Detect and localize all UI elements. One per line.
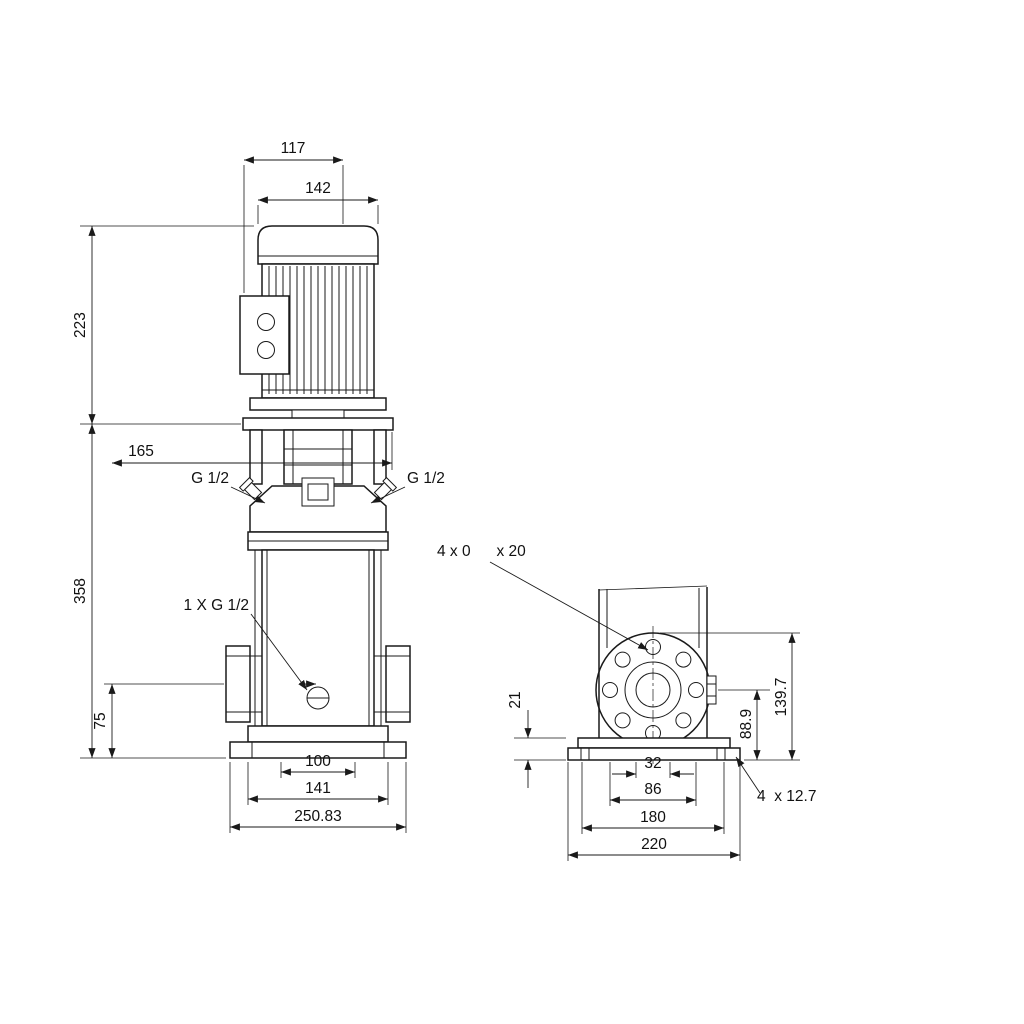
leader-drain [250,613,308,691]
bolt-hole [602,682,618,698]
tie-rods [254,550,382,726]
bolt-callout-label: 4 x 0 x 20 [437,543,526,560]
side-dimensions: 4 x 0 x 20 21 88.9 139.7 32 86 180 220 4… [437,543,816,861]
bolt-hole [688,682,704,698]
bolt-hole [675,712,692,729]
flange-plate-left [225,645,251,723]
chamber-sleeve [261,549,375,727]
raised-face-circle [624,661,682,719]
coupling-detail [284,430,352,484]
leader-port-left [230,486,266,504]
base-side [567,737,741,761]
terminal-box [239,295,290,375]
motor-stool-plate [242,417,394,431]
port-right-label: G 1/2 [407,470,445,487]
pump-body-side [598,587,708,738]
stool-leg [249,429,263,485]
suction-flange [225,645,262,723]
dim-220-label: 220 [641,836,667,853]
base-lower-plate-side [567,747,741,761]
base-lower-plate [229,741,407,759]
bolt-hole [614,651,631,668]
dim-358-label: 358 [72,578,89,604]
front-dimensions: 117 142 223 165 G 1/2 G 1/2 358 1 X G 1/… [72,140,445,833]
dim-142-label: 142 [305,180,331,197]
base-hole-callout-label: 4 x 12.7 [757,788,816,805]
flange-hub-right [374,655,410,713]
bolt-hole [675,651,692,668]
port-bore-circle [635,672,671,708]
pump-base [229,725,407,759]
shaft-housing [291,409,345,419]
front-view [225,225,411,759]
dim-88-9-label: 88.9 [738,709,755,739]
cable-entry-icon [257,341,275,359]
dim-21-label: 21 [507,691,524,708]
dim-32-label: 32 [644,755,661,772]
pump-head [238,476,398,533]
motor [239,225,394,431]
stool-leg [373,429,387,485]
gauge-boss [706,675,717,705]
base-upper-plate [247,725,389,743]
base-foot-lines [251,742,385,758]
dim-165-label: 165 [128,443,154,460]
dim-223-label: 223 [72,312,89,338]
dim-180-label: 180 [640,809,666,826]
dim-86-label: 86 [644,781,661,798]
flange-plate-right [385,645,411,723]
dim-141-label: 141 [305,780,331,797]
flange-hub-left [226,655,262,713]
sleeve-inner-wall [266,550,370,726]
side-view [567,585,741,764]
fan-cover [257,225,379,265]
head-boss-inner [307,483,329,501]
base-hole-lines [580,748,726,760]
dim-75-label: 75 [92,712,109,729]
leader-base-hole [735,756,761,794]
pump-body-side-inner [606,588,700,648]
drain-plug [300,680,330,710]
motor-flange [249,397,387,411]
port-left-label: G 1/2 [191,470,229,487]
dim-139-7-label: 139.7 [773,678,790,717]
bolt-hole [614,712,631,729]
extension-lines [514,632,800,861]
extension-lines [80,165,407,833]
leader-port-right [370,486,406,504]
base-upper-plate-side [577,737,731,749]
dim-100-label: 100 [305,753,331,770]
chamber-stack [247,531,389,727]
discharge-flange [374,645,411,723]
flange-face [595,632,717,748]
cable-entry-icon [257,313,275,331]
dim-250-label: 250.83 [294,808,341,825]
drain-callout-label: 1 X G 1/2 [184,597,249,614]
gauge-boss-lines [707,683,716,697]
break-line [598,585,708,591]
port-plug-right [373,476,398,501]
coupling [283,429,353,485]
head-boss [301,477,335,507]
coupling-section [249,429,387,485]
port-plug-left [238,476,263,501]
dim-117-label: 117 [281,140,306,157]
leader-bolt-callout [489,561,649,651]
